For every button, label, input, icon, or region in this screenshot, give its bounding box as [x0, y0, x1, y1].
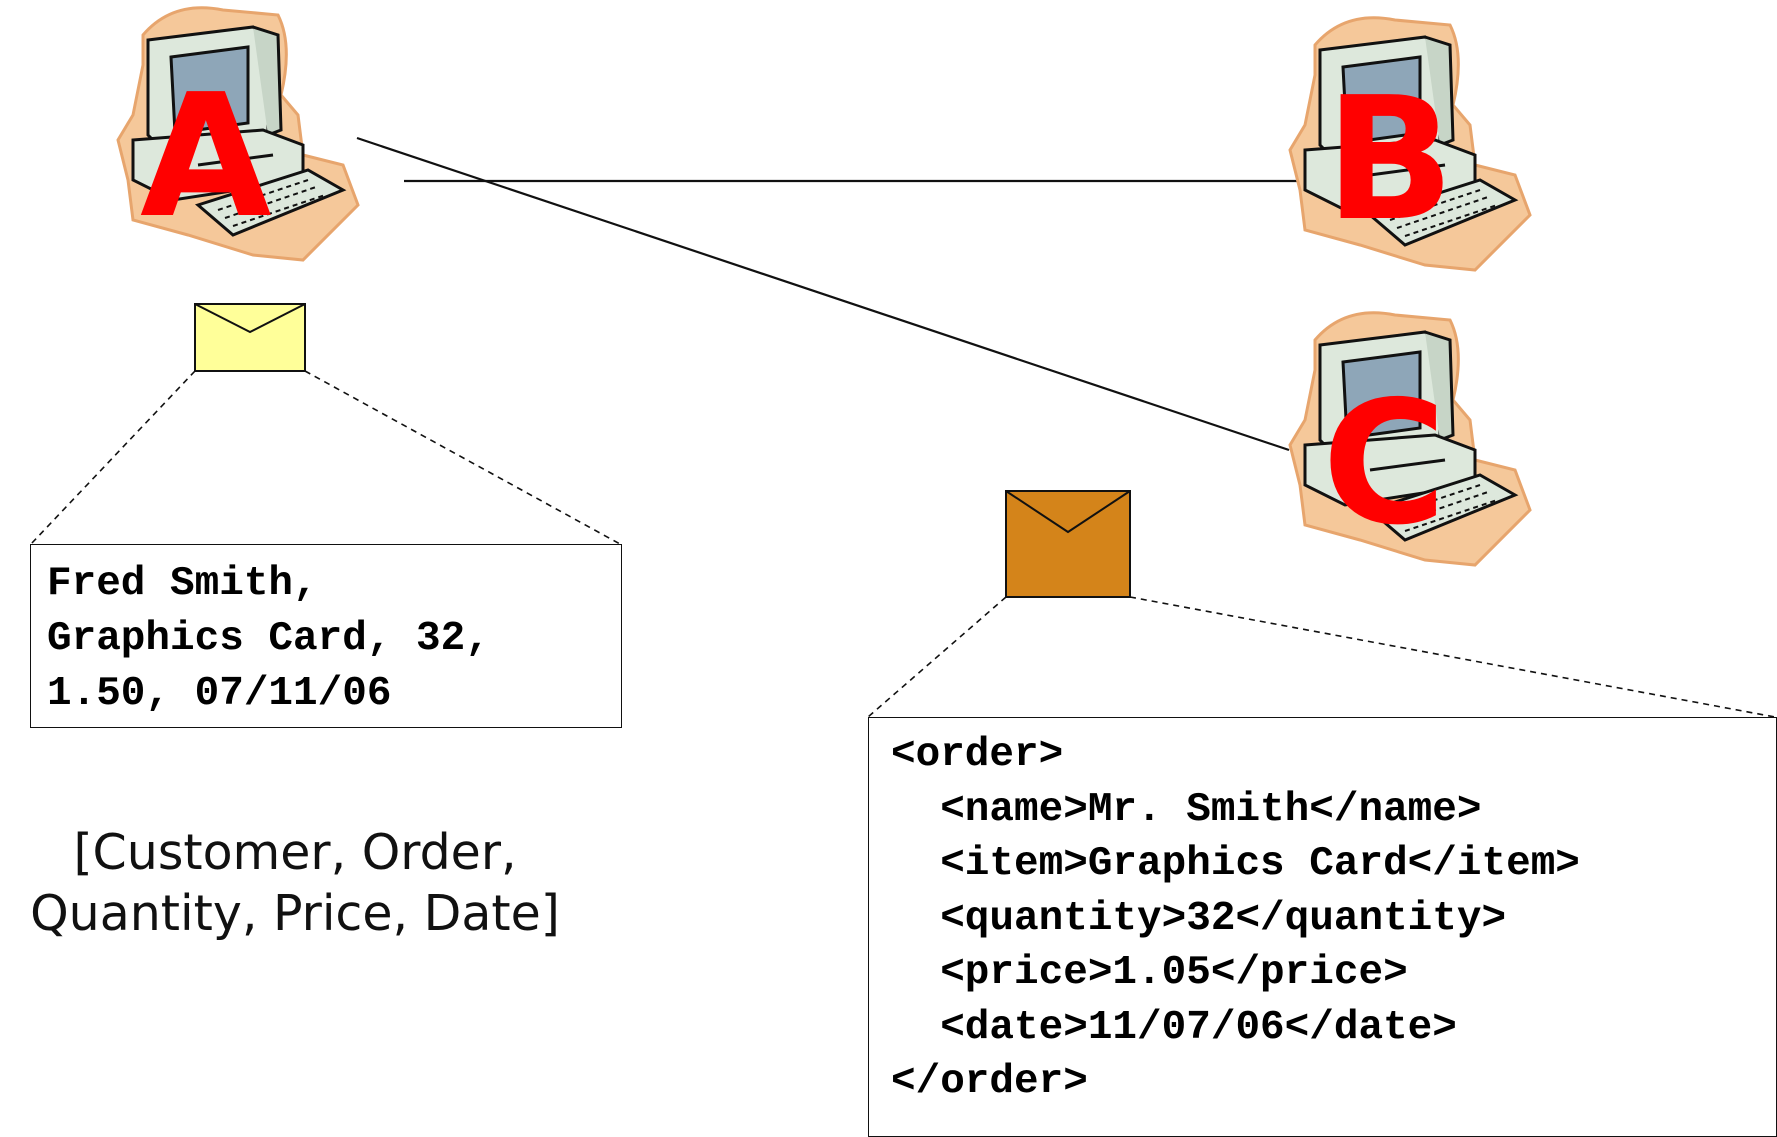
- envelope-icon: [1005, 490, 1131, 598]
- xml-line: <price>1.05</price>: [891, 950, 1408, 996]
- schema-caption: [Customer, Order, Quantity, Price, Date]: [0, 822, 590, 944]
- csv-line: Graphics Card, 32,: [47, 616, 490, 662]
- csv-line: 1.50, 07/11/06: [47, 671, 392, 717]
- schema-caption-line: [Customer, Order,: [73, 824, 517, 881]
- node-label-c: C: [1322, 365, 1447, 563]
- xml-zoom-right: [1129, 596, 1776, 718]
- computer-c: C: [1288, 311, 1532, 567]
- link-a-c: [356, 136, 1290, 452]
- xml-line: <date>11/07/06</date>: [891, 1004, 1457, 1051]
- xml-zoom-left: [867, 596, 1007, 718]
- csv-zoom-left: [30, 370, 196, 545]
- node-label-a: A: [140, 58, 272, 256]
- xml-line: <order>: [891, 732, 1064, 778]
- csv-message-box: Fred Smith, Graphics Card, 32, 1.50, 07/…: [30, 544, 622, 728]
- envelope-icon: [194, 303, 306, 372]
- csv-line: Fred Smith,: [47, 561, 318, 607]
- node-label-b: B: [1325, 61, 1455, 259]
- schema-caption-line: Quantity, Price, Date]: [30, 885, 560, 942]
- csv-zoom-right: [304, 370, 621, 545]
- computer-a: A: [116, 6, 360, 262]
- xml-line: <name>Mr. Smith</name>: [891, 786, 1482, 833]
- computer-b: B: [1288, 16, 1532, 272]
- xml-line: <quantity>32</quantity>: [891, 895, 1507, 942]
- xml-line: </order>: [891, 1059, 1088, 1105]
- xml-line: <item>Graphics Card</item>: [891, 841, 1580, 887]
- xml-message-box: <order> <name>Mr. Smith</name> <item>Gra…: [868, 717, 1777, 1137]
